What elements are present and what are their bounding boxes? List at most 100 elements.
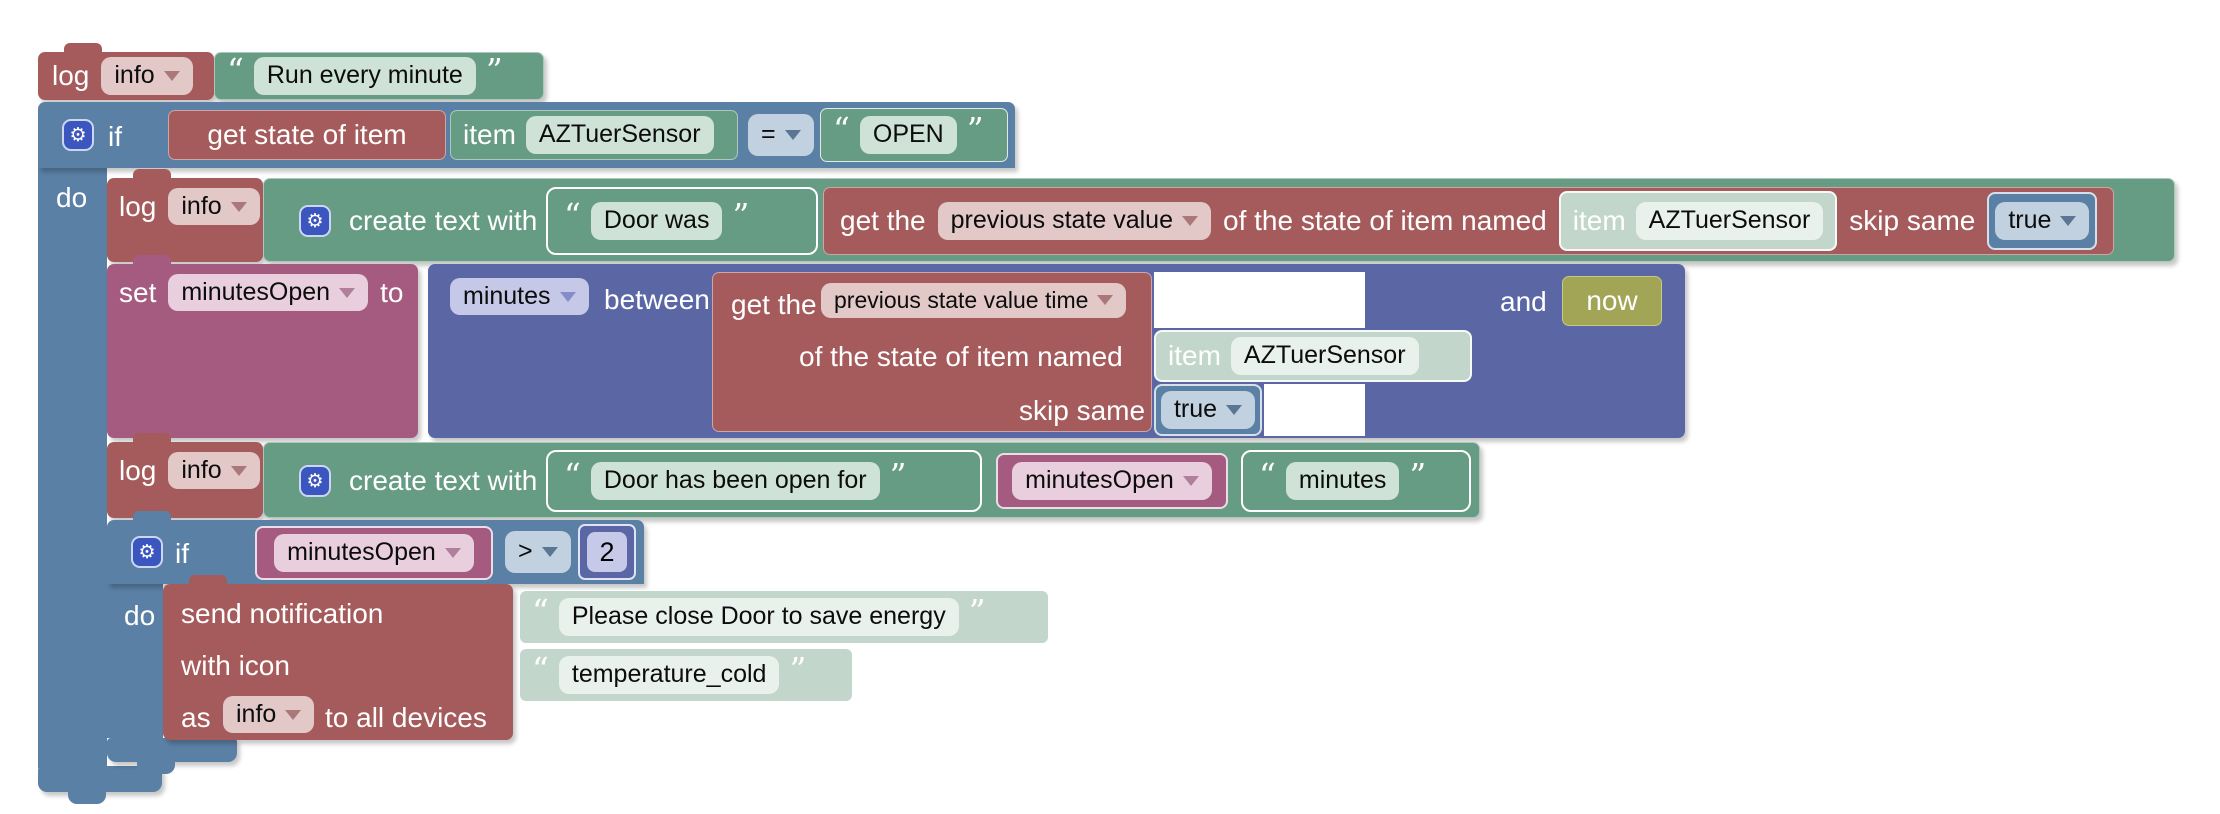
dropdown-arrow-icon <box>285 709 302 720</box>
log-block-2[interactable]: log info <box>107 169 263 262</box>
dropdown-arrow-icon <box>163 71 180 81</box>
dropdown-arrow-icon <box>1226 405 1243 415</box>
log-level-value: info <box>181 456 222 484</box>
gear-icon[interactable]: ⚙ <box>131 536 163 568</box>
text-block-open[interactable]: “ OPEN ” <box>820 108 1008 162</box>
text-field[interactable]: Door was <box>590 202 723 240</box>
close-quote-icon: ” <box>485 51 503 91</box>
block-top-notch <box>133 433 171 443</box>
minutes-between-block[interactable]: minutes between get the previous state v… <box>428 264 1685 438</box>
open-quote-icon: “ <box>227 51 244 91</box>
open-quote-icon: “ <box>1259 456 1276 496</box>
get-previous-state-time-block[interactable]: get the previous state value time of the… <box>712 272 1152 432</box>
item-block[interactable]: item AZTuerSensor <box>1154 330 1472 382</box>
text-field[interactable]: OPEN <box>859 116 957 154</box>
open-quote-icon: “ <box>532 592 549 632</box>
item-label: item <box>1572 205 1626 236</box>
of-state-label: of the state of item named <box>1223 205 1547 236</box>
log-keyword: log <box>52 60 90 91</box>
comparison-operator-dropdown[interactable]: > <box>505 531 571 573</box>
item-name-field[interactable]: AZTuerSensor <box>1635 202 1824 240</box>
variable-block-minutesopen[interactable]: minutesOpen <box>255 526 493 580</box>
text-block-minutes[interactable]: “ minutes ” <box>1247 456 1465 506</box>
variable-dropdown[interactable]: minutesOpen <box>274 534 474 572</box>
outer-if-bottom-tab <box>68 791 106 804</box>
number-block[interactable]: 2 <box>578 524 636 580</box>
item-block[interactable]: item AZTuerSensor <box>450 110 738 160</box>
dropdown-arrow-icon <box>230 201 247 212</box>
empty-socket <box>1154 272 1365 328</box>
text-field[interactable]: temperature_cold <box>558 656 780 694</box>
item-block[interactable]: item AZTuerSensor <box>1558 191 1838 251</box>
text-block-notification-icon[interactable]: “ temperature_cold ” <box>519 648 853 702</box>
comparison-operator-dropdown[interactable]: = <box>748 114 814 156</box>
log-level-dropdown[interactable]: info <box>101 57 193 95</box>
boolean-block[interactable]: true <box>1987 192 2098 250</box>
block-top-notch <box>133 169 171 179</box>
set-variable-block[interactable]: set minutesOpen to <box>107 255 418 438</box>
item-label: item <box>463 119 516 150</box>
dropdown-arrow-icon <box>1097 295 1114 306</box>
log-block-3[interactable]: log info <box>107 433 263 518</box>
log-level-dropdown[interactable]: info <box>168 188 260 226</box>
create-text-label: create text with <box>349 465 538 496</box>
variable-dropdown[interactable]: minutesOpen <box>168 274 369 312</box>
outer-if-header[interactable]: ⚙ if get state of item item AZTuerSensor… <box>38 102 1015 168</box>
notification-level-dropdown[interactable]: info <box>223 696 315 734</box>
text-field[interactable]: minutes <box>1285 462 1400 500</box>
boolean-dropdown[interactable]: true <box>1160 391 1256 429</box>
as-label: as <box>181 702 211 733</box>
log-block-1[interactable]: log info <box>38 43 214 100</box>
skip-same-label: skip same <box>1849 205 1976 236</box>
text-field[interactable]: Please close Door to save energy <box>558 598 959 636</box>
boolean-value: true <box>2008 206 2052 235</box>
block-top-notch <box>133 511 171 521</box>
time-unit-dropdown[interactable]: minutes <box>450 278 589 316</box>
inner-if-keyword: if <box>175 538 189 569</box>
gear-icon[interactable]: ⚙ <box>299 205 331 237</box>
text-block-door-open-for[interactable]: “ Door has been open for ” <box>552 456 976 506</box>
text-block-run-every-minute[interactable]: “ Run every minute ” <box>214 52 544 100</box>
with-icon-label: with icon <box>181 650 290 681</box>
variable-name: minutesOpen <box>181 278 331 306</box>
variable-block-minutesopen[interactable]: minutesOpen <box>996 453 1228 509</box>
boolean-dropdown[interactable]: true <box>1995 202 2090 240</box>
close-quote-icon: ” <box>968 592 986 632</box>
number-field[interactable]: 2 <box>587 532 627 572</box>
operator-value: = <box>761 120 776 149</box>
item-name-field[interactable]: AZTuerSensor <box>1230 337 1419 375</box>
state-selector-dropdown[interactable]: previous state value time <box>821 283 1127 318</box>
gear-icon[interactable]: ⚙ <box>299 465 331 497</box>
get-previous-state-value-block[interactable]: get the previous state value of the stat… <box>823 187 2115 255</box>
log-level-dropdown[interactable]: info <box>168 452 260 490</box>
notification-level-value: info <box>236 700 277 728</box>
outer-if-spine[interactable]: do <box>38 160 107 768</box>
inner-if-bottom-bar[interactable] <box>107 738 237 774</box>
close-quote-icon: ” <box>889 456 907 496</box>
inner-if-do-label: do <box>124 600 156 631</box>
create-text-block-1[interactable]: ⚙ create text with “ Door was ” get the … <box>263 178 2175 262</box>
create-text-block-2[interactable]: ⚙ create text with “ Door has been open … <box>263 442 1480 518</box>
send-notification-block[interactable]: send notification with icon as info to a… <box>163 575 513 740</box>
text-block-notification-message[interactable]: “ Please close Door to save energy ” <box>519 590 1049 644</box>
state-selector-dropdown[interactable]: previous state value <box>937 202 1211 240</box>
inner-if-spine[interactable]: do <box>107 584 163 738</box>
gear-icon[interactable]: ⚙ <box>62 119 94 151</box>
get-state-of-item-block[interactable]: get state of item <box>168 110 446 160</box>
variable-dropdown[interactable]: minutesOpen <box>1012 462 1212 500</box>
now-block[interactable]: now <box>1562 276 1662 326</box>
text-field[interactable]: Run every minute <box>253 57 476 95</box>
unit-value: minutes <box>463 282 551 310</box>
log-level-value: info <box>114 61 155 90</box>
boolean-block[interactable]: true <box>1154 384 1262 436</box>
item-name-field[interactable]: AZTuerSensor <box>525 116 714 154</box>
open-quote-icon: “ <box>833 110 850 150</box>
inner-if-bottom-tab <box>137 761 175 774</box>
get-the-label: get the <box>731 289 817 320</box>
to-keyword: to <box>380 276 404 308</box>
inner-if-header[interactable]: ⚙ if minutesOpen > 2 <box>107 511 644 584</box>
set-keyword: set <box>119 276 157 308</box>
text-field[interactable]: Door has been open for <box>590 462 880 500</box>
text-block-door-was[interactable]: “ Door was ” <box>552 193 812 249</box>
